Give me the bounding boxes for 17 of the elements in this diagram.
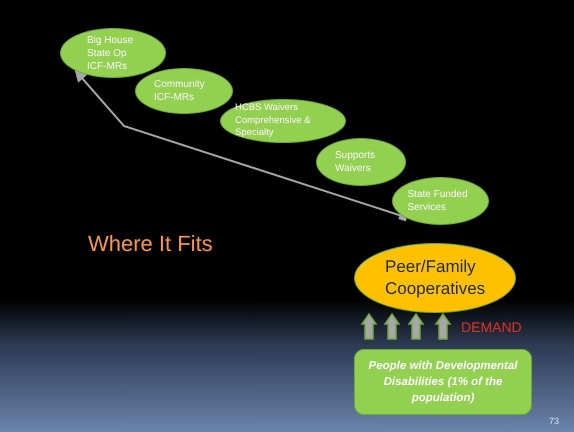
title: Where It Fits bbox=[88, 231, 213, 257]
node-text: Big House State Op ICF-MRs bbox=[87, 34, 134, 72]
block-arrow bbox=[360, 312, 378, 340]
block-arrow bbox=[408, 312, 424, 340]
node-text: State Funded Services bbox=[408, 188, 469, 214]
demand-label: DEMAND bbox=[461, 319, 522, 335]
page-number: 73 bbox=[549, 416, 560, 426]
block-arrow bbox=[434, 312, 452, 340]
block-arrow bbox=[384, 312, 400, 340]
node-text: Community ICF-MRs bbox=[154, 78, 206, 104]
ellipse bbox=[392, 177, 489, 225]
node-text: People with Developmental Disabilities (1% of the population) bbox=[368, 358, 519, 406]
node-text: Supports Waivers bbox=[335, 149, 376, 175]
rounded-box bbox=[354, 349, 532, 415]
arrow bbox=[74, 70, 408, 222]
node-text: Peer/Family Cooperatives bbox=[385, 256, 485, 300]
node-text: HCBS Waivers Comprehensive & Specialty bbox=[235, 102, 312, 140]
